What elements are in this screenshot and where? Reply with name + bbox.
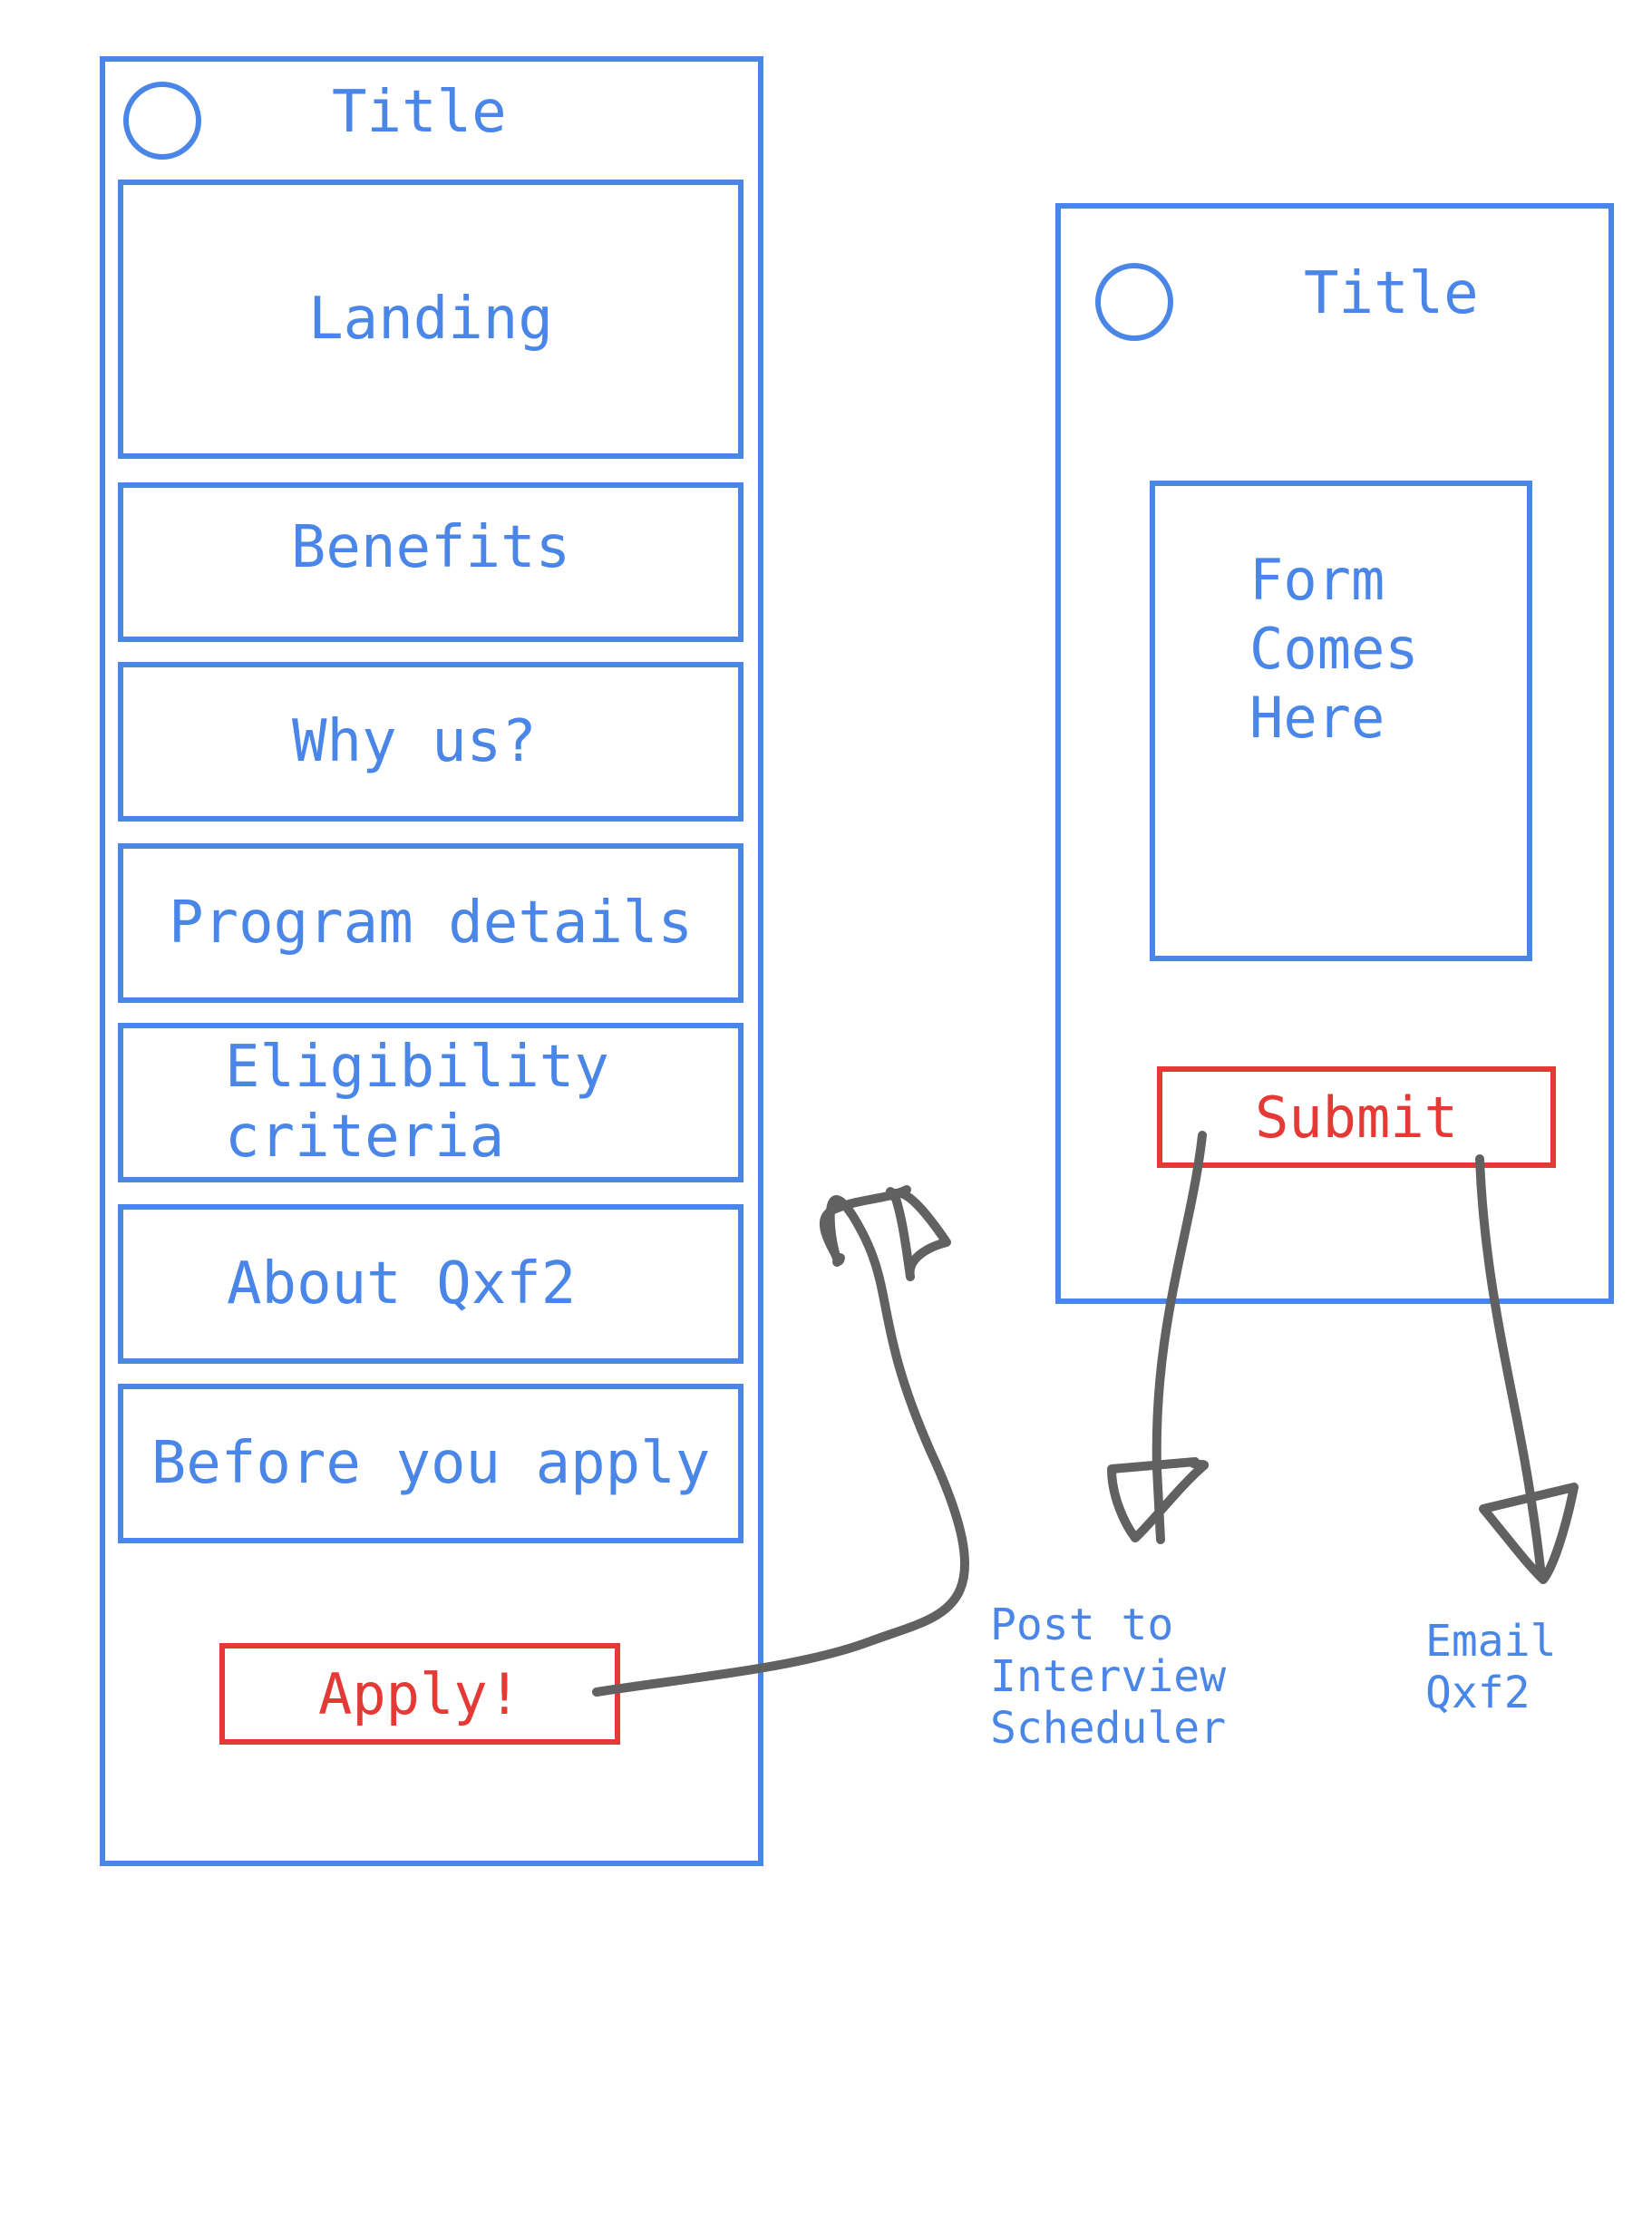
- form-placeholder-text: Form Comes Here: [1249, 547, 1419, 751]
- form-logo-circle: [1095, 263, 1173, 341]
- submit-to-post-arrowhead: [1107, 1457, 1210, 1542]
- form-screen-frame: [1055, 203, 1614, 1304]
- landing-screen-frame: [100, 56, 763, 1866]
- apply-button[interactable]: Apply!: [219, 1643, 620, 1745]
- landing-title: Title: [332, 79, 507, 146]
- section-eligibility-criteria: Eligibility criteria: [118, 1023, 743, 1182]
- form-title: Title: [1304, 260, 1479, 327]
- post-to-scheduler-label: Post to Interview Scheduler: [990, 1600, 1227, 1754]
- section-why-us: Why us?: [118, 662, 743, 822]
- apply-to-form-arrowhead: [886, 1187, 951, 1281]
- submit-to-email-arrowhead: [1479, 1483, 1579, 1584]
- section-program-details: Program details: [118, 843, 743, 1003]
- section-landing: Landing: [118, 180, 743, 459]
- section-before-you-apply: Before you apply: [118, 1384, 743, 1543]
- email-qxf2-label: Email Qxf2: [1425, 1616, 1557, 1718]
- apply-to-form-arrow-body: [819, 1185, 911, 1263]
- section-benefits: Benefits: [118, 482, 743, 642]
- section-about-qxf2: About Qxf2: [118, 1204, 743, 1364]
- form-placeholder-box: [1150, 481, 1532, 961]
- submit-button[interactable]: Submit: [1157, 1066, 1556, 1168]
- landing-logo-circle: [123, 82, 201, 160]
